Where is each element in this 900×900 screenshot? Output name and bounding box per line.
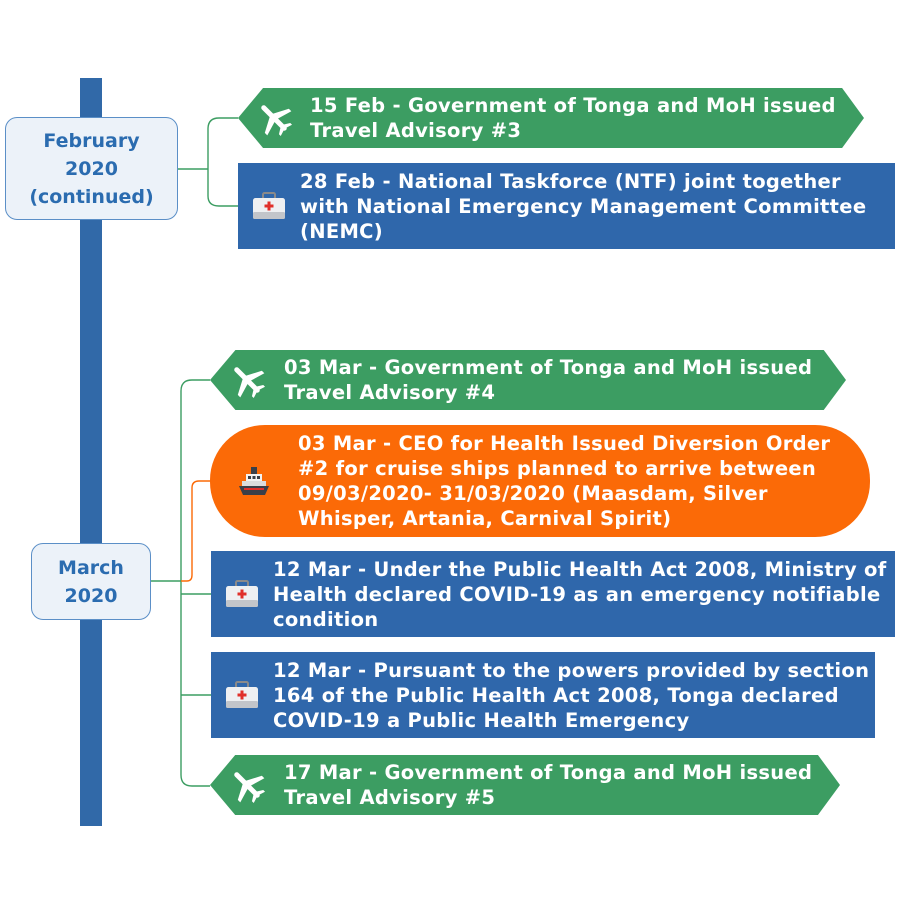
airplane-icon bbox=[210, 765, 284, 805]
event-text-line: 09/03/2020- 31/03/2020 (Maasdam, Silver bbox=[298, 482, 768, 505]
connector-line bbox=[181, 480, 210, 582]
medical-kit-icon bbox=[211, 578, 273, 610]
event-text-line: 03 Mar - Government of Tonga and MoH iss… bbox=[284, 356, 813, 379]
event-text-line: 03 Mar - CEO for Health Issued Diversion… bbox=[298, 432, 831, 455]
timeline-event: 15 Feb - Government of Tonga and MoH iss… bbox=[238, 88, 864, 148]
month-label-line: 2020 bbox=[64, 584, 118, 607]
month-label-line: March bbox=[58, 556, 124, 579]
event-text-line: 12 Mar - Pursuant to the powers provided… bbox=[273, 658, 870, 682]
medical-kit-icon bbox=[238, 190, 300, 222]
event-text-line: Travel Advisory #5 bbox=[284, 786, 496, 809]
event-text-line: condition bbox=[273, 607, 379, 631]
timeline-event: 03 Mar - CEO for Health Issued Diversion… bbox=[210, 425, 870, 537]
cruise-ship-icon bbox=[210, 465, 298, 497]
timeline-event: 12 Mar - Under the Public Health Act 200… bbox=[211, 551, 895, 637]
month-label-line: February bbox=[43, 129, 140, 152]
timeline-event: 17 Mar - Government of Tonga and MoH iss… bbox=[210, 755, 840, 815]
event-text-line: 12 Mar - Under the Public Health Act 200… bbox=[273, 557, 887, 581]
month-label-line: 2020 bbox=[65, 157, 118, 180]
timeline-event: 28 Feb - National Taskforce (NTF) joint … bbox=[238, 163, 895, 249]
event-text-line: Health declared COVID-19 as an emergency… bbox=[273, 582, 881, 606]
month-label-box: March 2020 bbox=[31, 543, 151, 620]
event-text-line: Travel Advisory #3 bbox=[310, 119, 522, 142]
connector-line bbox=[180, 379, 210, 787]
airplane-icon bbox=[210, 360, 284, 400]
event-text-line: 28 Feb - National Taskforce (NTF) joint … bbox=[300, 169, 841, 193]
medical-kit-icon bbox=[211, 679, 273, 711]
event-text-line: Whisper, Artania, Carnival Spirit) bbox=[298, 507, 672, 530]
event-text-line: COVID-19 a Public Health Emergency bbox=[273, 708, 690, 732]
timeline-event: 12 Mar - Pursuant to the powers provided… bbox=[211, 652, 875, 738]
event-text-line: 164 of the Public Health Act 2008, Tonga… bbox=[273, 683, 839, 707]
airplane-icon bbox=[238, 98, 310, 138]
event-text-line: (NEMC) bbox=[300, 219, 383, 243]
timeline-spine bbox=[80, 78, 102, 826]
month-label-box: February 2020 (continued) bbox=[5, 117, 178, 220]
event-text-line: 17 Mar - Government of Tonga and MoH iss… bbox=[284, 761, 813, 784]
event-text-line: 15 Feb - Government of Tonga and MoH iss… bbox=[310, 94, 836, 117]
event-text-line: with National Emergency Management Commi… bbox=[300, 194, 867, 218]
event-text-line: #2 for cruise ships planned to arrive be… bbox=[298, 457, 817, 480]
month-label-line: (continued) bbox=[29, 185, 154, 208]
event-text-line: Travel Advisory #4 bbox=[284, 381, 496, 404]
connector-line bbox=[207, 117, 238, 207]
timeline-event: 03 Mar - Government of Tonga and MoH iss… bbox=[210, 350, 846, 410]
